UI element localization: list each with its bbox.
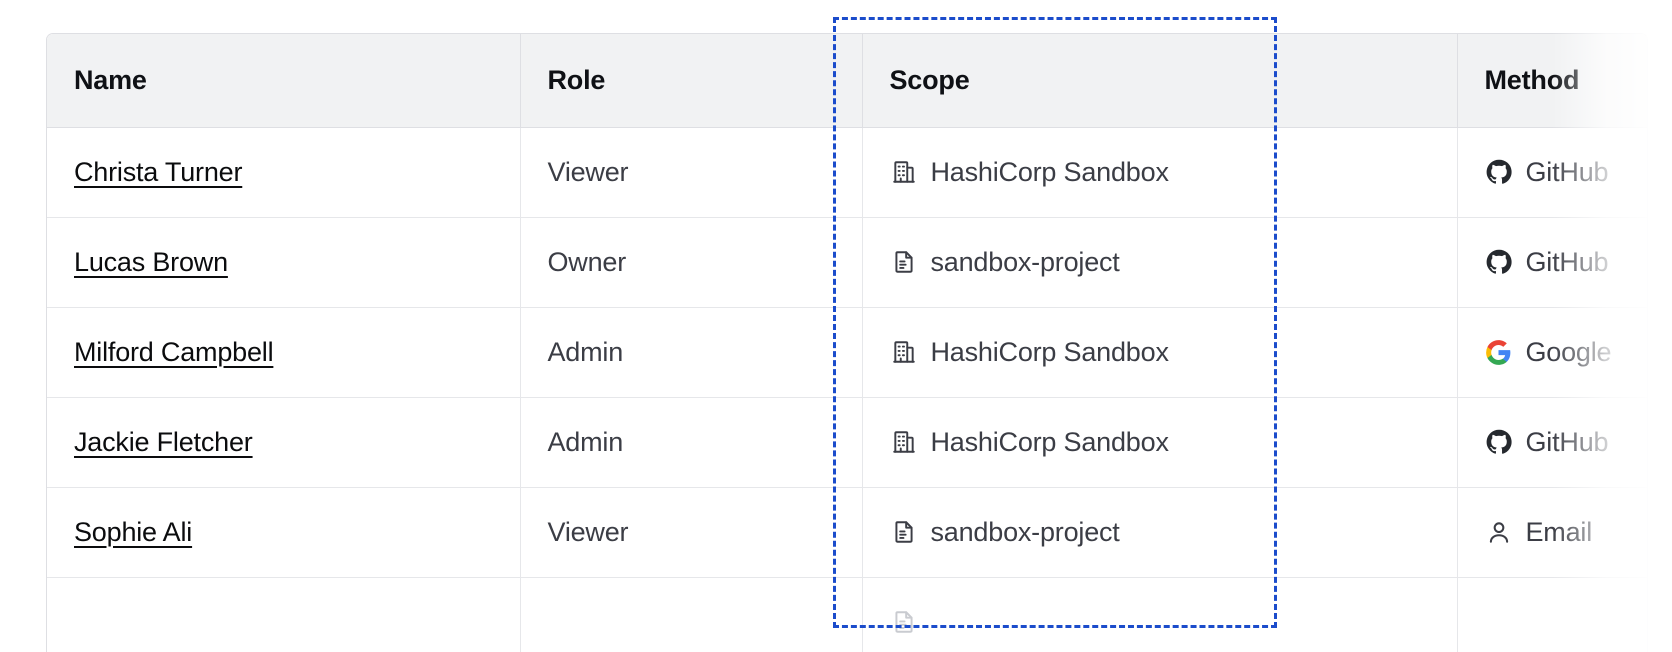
method-label: Email [1525, 516, 1593, 547]
cell-scope: HashiCorp Sandbox [862, 127, 1458, 218]
cell-scope: HashiCorp Sandbox [862, 397, 1458, 488]
organization-icon [890, 428, 918, 456]
scope-label: sandbox-project [930, 516, 1120, 547]
scope-label: HashiCorp Sandbox [930, 426, 1169, 457]
members-table: Name Role Scope Method Christa Turner Vi… [47, 34, 1647, 652]
cell-name: Lucas Brown [47, 217, 521, 308]
cell-name: Milford Campbell [47, 307, 521, 398]
cell-name: Sophie Ali [47, 487, 521, 578]
method-label: Google [1525, 336, 1612, 367]
organization-icon [890, 338, 918, 366]
cell-role: Owner [520, 217, 863, 308]
project-file-icon [890, 608, 918, 636]
column-header-role[interactable]: Role [520, 34, 863, 128]
column-header-name[interactable]: Name [47, 34, 521, 128]
member-name-link[interactable]: Sophie Ali [74, 516, 193, 547]
cell-role: Admin [520, 307, 863, 398]
organization-icon [890, 158, 918, 186]
project-file-icon [890, 518, 918, 546]
user-icon [1485, 518, 1513, 546]
cell-scope: sandbox-project [862, 217, 1458, 308]
header-row: Name Role Scope Method [47, 34, 1647, 128]
cell-scope: sandbox-project [862, 487, 1458, 578]
cell-scope [862, 577, 1458, 652]
member-name-link[interactable]: Milford Campbell [74, 336, 274, 367]
cell-method: GitHub [1457, 127, 1647, 218]
cell-role: Admin [520, 397, 863, 488]
cell-method: Google [1457, 307, 1647, 398]
method-label: GitHub [1525, 156, 1609, 187]
table-row: Christa Turner Viewer [47, 127, 1647, 218]
scope-label: HashiCorp Sandbox [930, 336, 1169, 367]
table-header: Name Role Scope Method [47, 34, 1647, 128]
member-name-link[interactable]: Jackie Fletcher [74, 426, 253, 457]
table-row: Lucas Brown Owner sa [47, 217, 1647, 308]
scope-label: sandbox-project [930, 246, 1120, 277]
cell-role: Viewer [520, 487, 863, 578]
cell-method: GitHub [1457, 397, 1647, 488]
member-name-link[interactable]: Lucas Brown [74, 246, 228, 277]
table-row: Jackie Fletcher Admin [47, 397, 1647, 488]
column-header-method[interactable]: Method [1457, 34, 1647, 128]
project-file-icon [890, 248, 918, 276]
github-icon [1485, 248, 1513, 276]
table-row: Milford Campbell Admin [47, 307, 1647, 398]
cell-method: Email [1457, 487, 1647, 578]
cell-method: GitHub [1457, 217, 1647, 308]
members-table-container: Name Role Scope Method Christa Turner Vi… [46, 33, 1648, 652]
table-row [47, 577, 1647, 652]
google-icon [1485, 338, 1513, 366]
cell-name: Jackie Fletcher [47, 397, 521, 488]
table-body: Christa Turner Viewer [47, 127, 1647, 652]
cell-name: Christa Turner [47, 127, 521, 218]
github-icon [1485, 158, 1513, 186]
scope-label: HashiCorp Sandbox [930, 156, 1169, 187]
cell-role: Viewer [520, 127, 863, 218]
method-label: GitHub [1525, 426, 1609, 457]
column-header-scope[interactable]: Scope [862, 34, 1458, 128]
cell-method [1457, 577, 1647, 652]
member-name-link[interactable]: Christa Turner [74, 156, 243, 187]
method-label: GitHub [1525, 246, 1609, 277]
table-row: Sophie Ali Viewer sa [47, 487, 1647, 578]
cell-name [47, 577, 521, 652]
cell-scope: HashiCorp Sandbox [862, 307, 1458, 398]
cell-role [520, 577, 863, 652]
github-icon [1485, 428, 1513, 456]
